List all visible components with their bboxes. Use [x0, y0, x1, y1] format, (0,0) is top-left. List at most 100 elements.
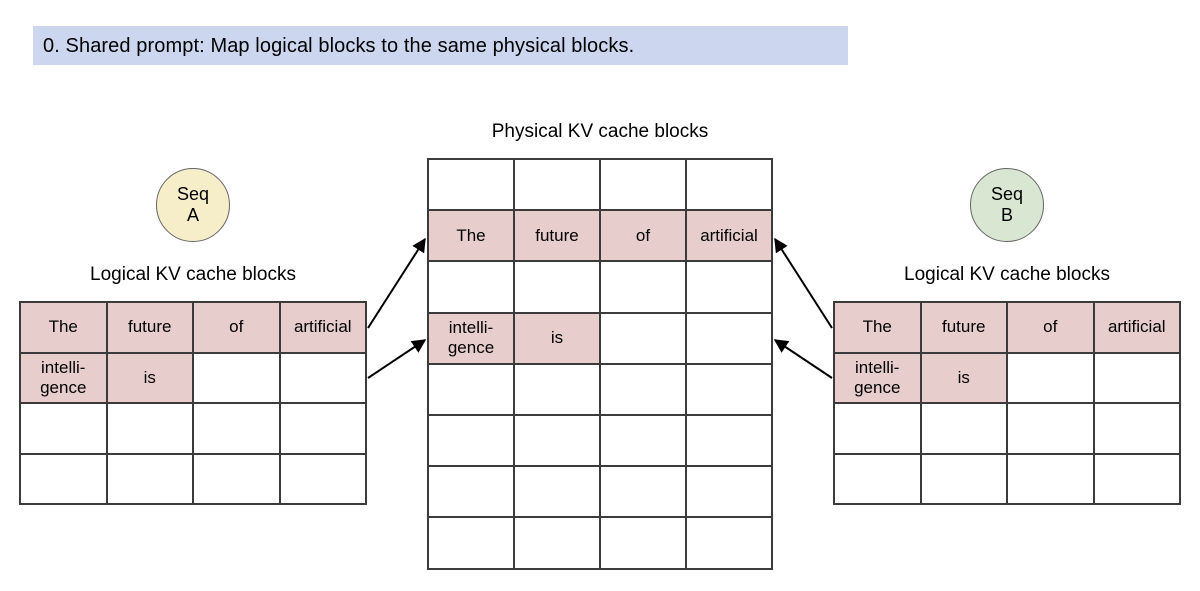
kv-block-cell: [515, 262, 601, 314]
kv-block-cell: future: [921, 303, 1008, 354]
kv-block-cell: [107, 404, 194, 455]
kv-block-cell: [429, 364, 515, 416]
kv-block-cell: [921, 404, 1008, 455]
kv-block-token: is: [957, 367, 970, 387]
kv-block-cell: [21, 404, 108, 455]
kv-block-cell: is: [107, 353, 194, 404]
kv-block-token: artificial: [293, 317, 352, 337]
logical-blocks-caption-left: Logical KV cache blocks: [90, 264, 296, 285]
kv-block-cell: intelli-gence: [429, 313, 515, 365]
kv-block-cell: The: [429, 211, 515, 263]
kv-block-cell: [835, 454, 922, 505]
kv-block-cell: [429, 467, 515, 519]
kv-block-cell: [429, 518, 515, 570]
kv-block-token: intelli-gence: [40, 357, 87, 397]
arrow-left-row2-to-physical-row4: [367, 339, 427, 379]
kv-block-cell: [1008, 454, 1095, 505]
kv-block-cell: [280, 353, 367, 404]
physical-kv-grid: The future of artificial intelli-gence is: [427, 158, 773, 570]
kv-block-cell: [1094, 353, 1181, 404]
kv-block-cell: [687, 313, 773, 365]
shared-prompt-banner-text: 0. Shared prompt: Map logical blocks to …: [43, 34, 635, 57]
kv-block-cell: [280, 454, 367, 505]
kv-block-cell: [280, 404, 367, 455]
kv-block-token: The: [456, 225, 486, 245]
kv-block-token: artificial: [1107, 317, 1166, 337]
sequence-badge-a-line2: A: [186, 205, 199, 225]
kv-block-cell: [601, 518, 687, 570]
kv-block-cell: [835, 404, 922, 455]
kv-block-cell: [515, 415, 601, 468]
kv-block-cell: [194, 454, 281, 505]
kv-block-cell: [687, 518, 773, 570]
sequence-badge-b-line2: B: [1000, 205, 1013, 225]
kv-block-cell: intelli-gence: [21, 353, 108, 404]
kv-block-cell: is: [921, 353, 1008, 404]
kv-block-cell: artificial: [687, 211, 773, 263]
kv-block-token: intelli-gence: [854, 357, 901, 397]
kv-block-cell: [21, 454, 108, 505]
kv-block-cell: [515, 518, 601, 570]
kv-block-token: of: [229, 317, 244, 337]
kv-block-cell: artificial: [280, 303, 367, 354]
logical-kv-grid-right: The future of artificial intelli-gence is: [833, 301, 1181, 505]
kv-block-cell: The: [835, 303, 922, 354]
kv-block-token: future: [128, 317, 172, 337]
kv-block-cell: [687, 364, 773, 416]
kv-block-cell: artificial: [1094, 303, 1181, 354]
kv-block-cell: [1094, 404, 1181, 455]
kv-block-cell: future: [515, 211, 601, 263]
kv-block-cell: [515, 160, 601, 212]
kv-block-cell: [601, 160, 687, 212]
sequence-badge-a: Seq A: [156, 168, 230, 242]
kv-block-cell: future: [107, 303, 194, 354]
kv-block-token: artificial: [700, 225, 758, 245]
logical-kv-grid-left: The future of artificial intelli-gence is: [19, 301, 367, 505]
kv-block-cell: [107, 454, 194, 505]
kv-block-cell: is: [515, 313, 601, 365]
sequence-badge-b: Seq B: [970, 168, 1044, 242]
kv-block-cell: [601, 262, 687, 314]
kv-block-cell: intelli-gence: [835, 353, 922, 404]
logical-blocks-caption-right: Logical KV cache blocks: [904, 264, 1110, 285]
shared-prompt-banner: 0. Shared prompt: Map logical blocks to …: [33, 26, 848, 65]
kv-block-cell: of: [1008, 303, 1095, 354]
kv-block-token: of: [1043, 317, 1058, 337]
kv-block-token: of: [635, 225, 651, 245]
arrow-left-row1-to-physical-row2: [367, 237, 426, 329]
kv-block-cell: [687, 467, 773, 519]
kv-block-cell: The: [21, 303, 108, 354]
sequence-badge-a-line1: Seq: [176, 184, 210, 204]
kv-block-cell: [601, 364, 687, 416]
kv-block-token: future: [535, 225, 579, 245]
kv-block-cell: [687, 160, 773, 212]
arrow-right-row2-to-physical-row4: [773, 339, 833, 379]
kv-block-cell: [1008, 404, 1095, 455]
kv-block-token: The: [862, 317, 892, 337]
kv-block-cell: [601, 313, 687, 365]
kv-block-cell: [194, 404, 281, 455]
kv-block-token: intelli-gence: [447, 318, 495, 358]
kv-block-cell: of: [194, 303, 281, 354]
kv-block-cell: [687, 415, 773, 468]
kv-block-token: future: [942, 317, 986, 337]
arrow-right-row1-to-physical-row2: [774, 237, 833, 329]
kv-block-cell: [515, 364, 601, 416]
sequence-badge-b-line1: Seq: [990, 184, 1024, 204]
physical-blocks-caption: Physical KV cache blocks: [491, 121, 709, 142]
kv-block-cell: [687, 262, 773, 314]
kv-block-cell: [515, 467, 601, 519]
kv-block-cell: [601, 415, 687, 468]
kv-block-cell: [921, 454, 1008, 505]
kv-block-cell: [1008, 353, 1095, 404]
kv-block-cell: [194, 353, 281, 404]
kv-block-token: is: [550, 328, 564, 348]
kv-block-cell: [429, 160, 515, 212]
kv-block-cell: [429, 262, 515, 314]
kv-block-token: is: [143, 367, 156, 387]
kv-block-cell: of: [601, 211, 687, 263]
kv-block-cell: [429, 415, 515, 468]
kv-block-token: The: [48, 317, 78, 337]
kv-block-cell: [1094, 454, 1181, 505]
